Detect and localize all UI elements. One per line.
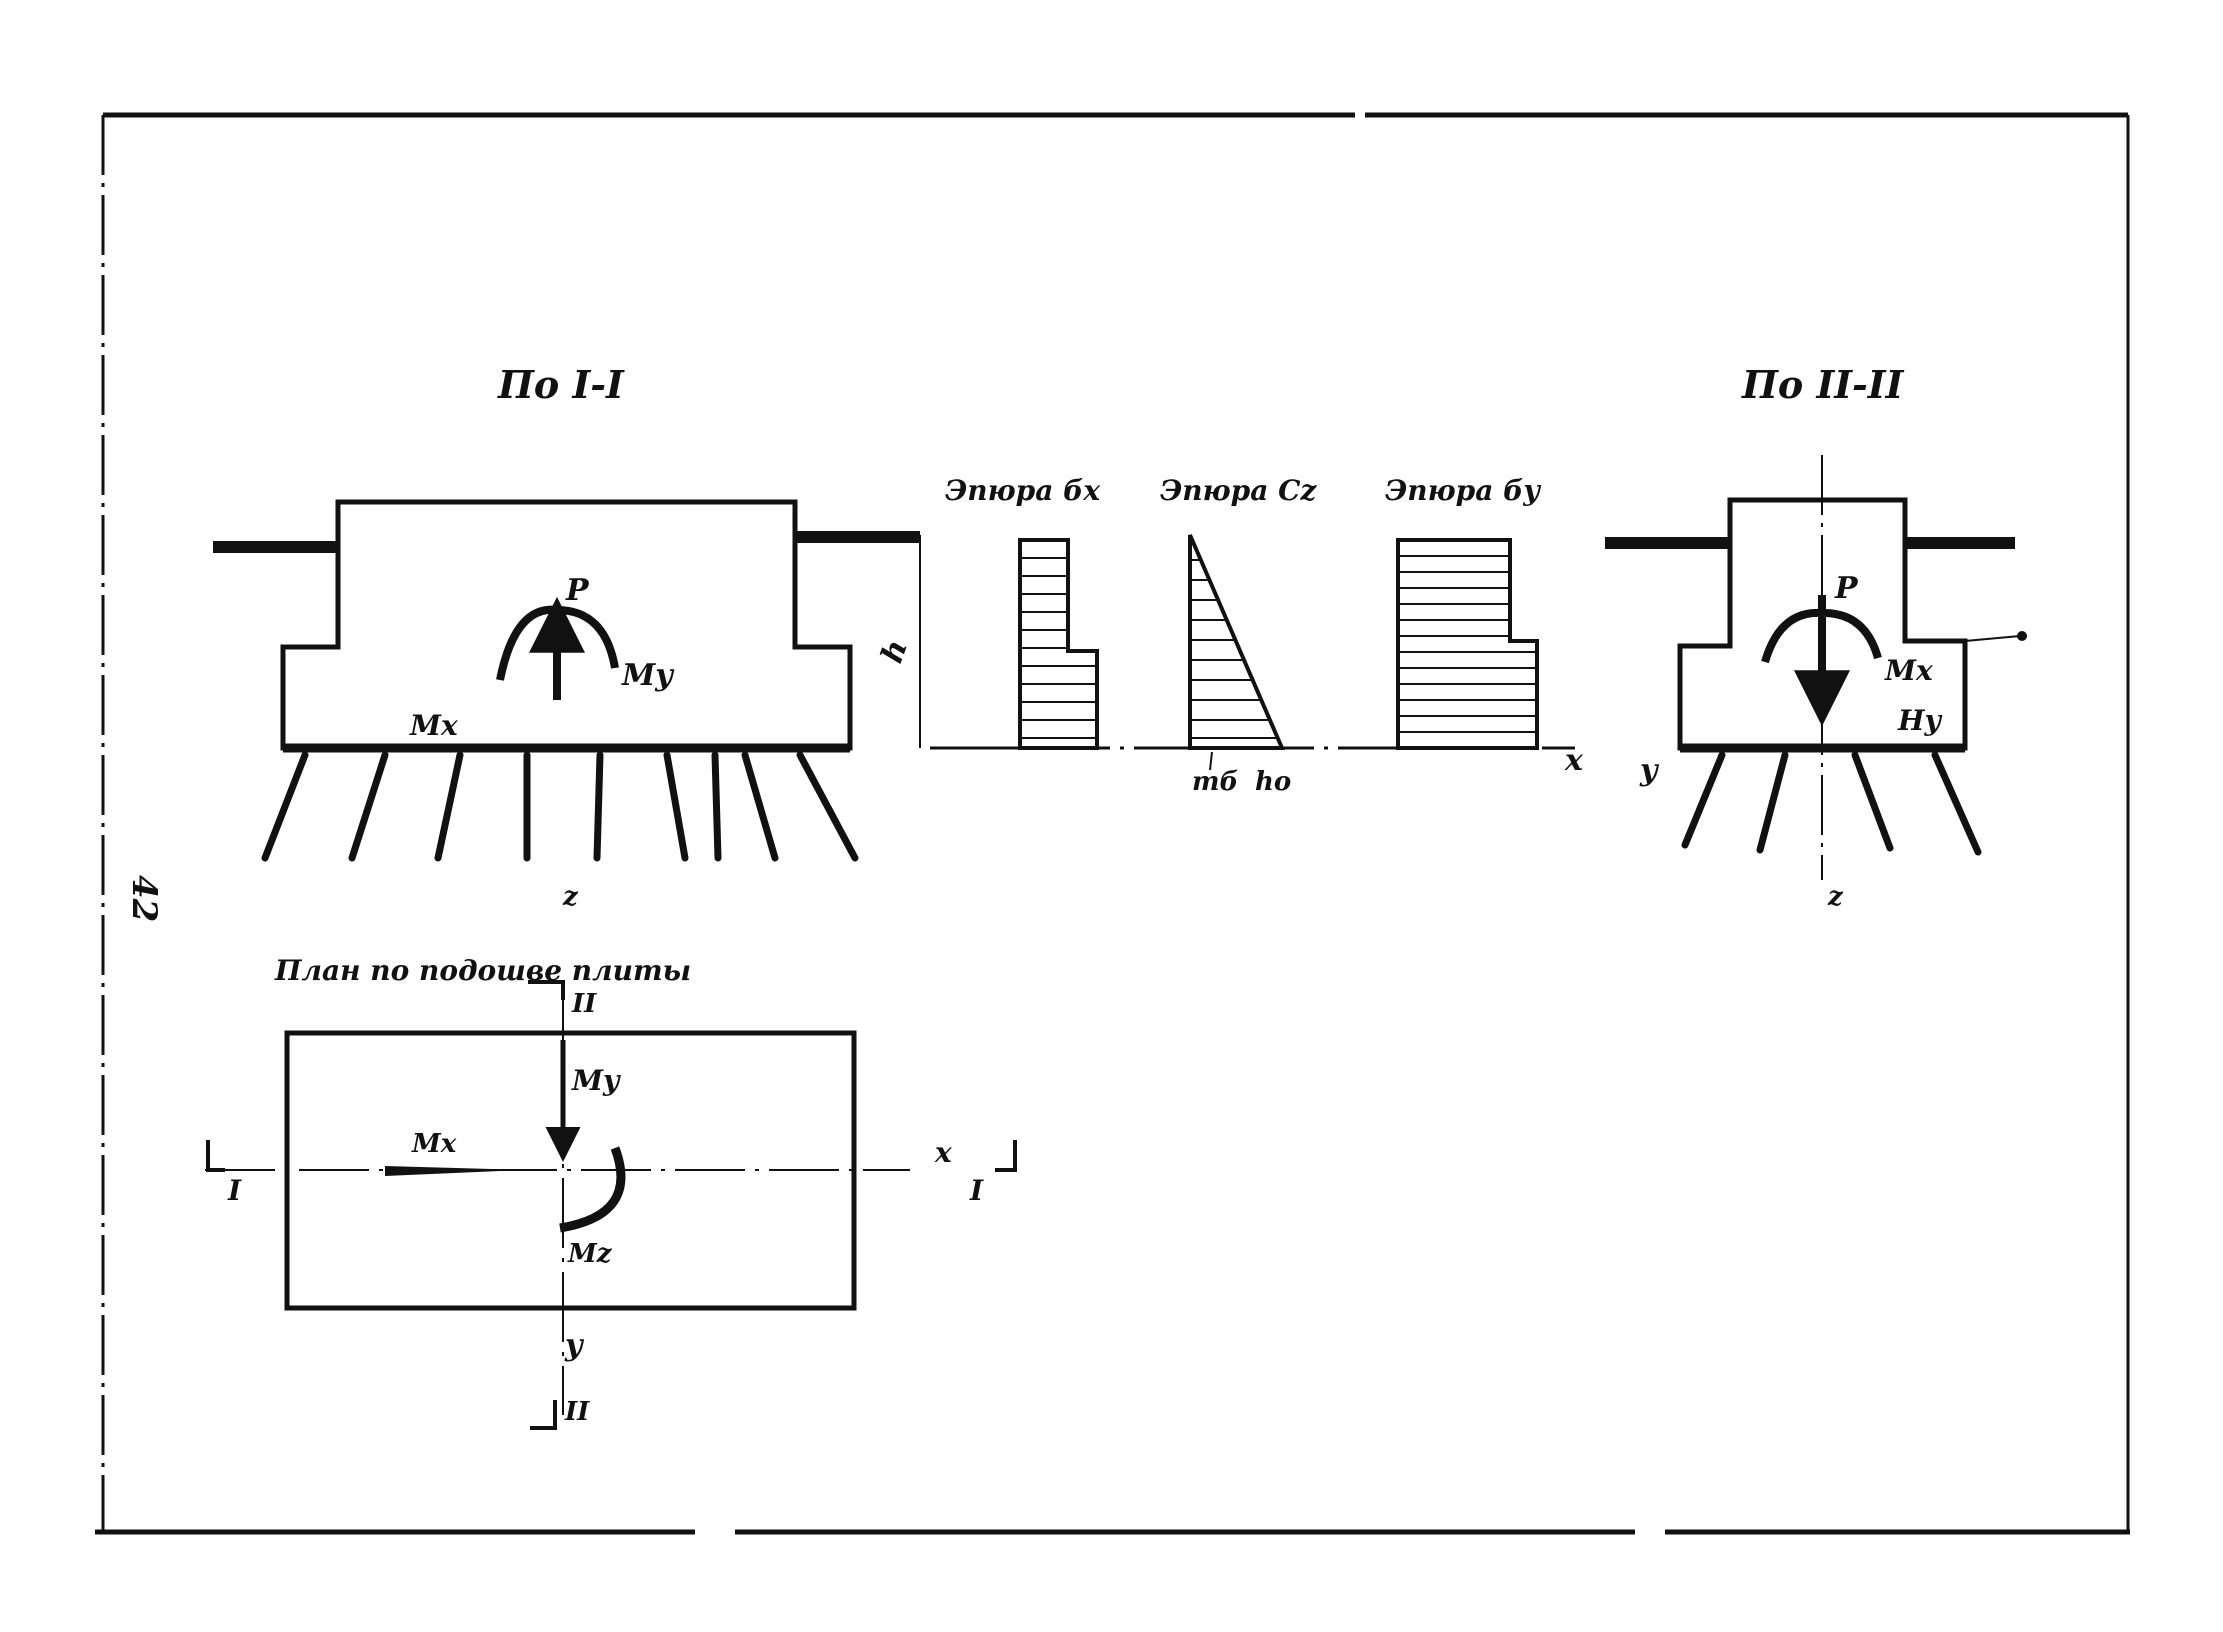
label-P-right: P (1834, 571, 1859, 606)
plan-arrow-Mx (385, 1166, 525, 1176)
diagram-sigma-x-title: Эпюра бx (945, 474, 1100, 507)
diagram-sigma-y-hatch (1398, 555, 1537, 733)
diagram-cz-title: Эпюра Cz (1160, 474, 1317, 507)
section-marker-II-bottom (530, 1400, 557, 1430)
diagram-sigma-x-outline (1018, 538, 1099, 750)
section-marker-I-left (206, 1140, 225, 1172)
section-marker-I-right (995, 1140, 1017, 1172)
label-y-right: y (1639, 753, 1660, 788)
diagram-cz-hatch (1190, 559, 1278, 739)
ground-right-b (1905, 537, 2015, 549)
leader-line-right (1964, 635, 2021, 642)
page-frame (95, 112, 2130, 1535)
label-Mx-left: Mx (409, 709, 458, 742)
label-height-left: h (875, 635, 915, 667)
label-z-right: z (1827, 882, 1844, 912)
ground-left-b (795, 531, 920, 543)
section-I-right-label: I (969, 1174, 984, 1207)
plan-arc-Mz (559, 1146, 626, 1233)
label-P-left: P (565, 573, 590, 608)
moment-arc-left (496, 605, 619, 681)
section-left-title: По I-I (497, 362, 625, 407)
label-z-left: z (562, 882, 579, 912)
section-right-title: По II-II (1741, 362, 1905, 407)
ground-left-a (213, 541, 338, 553)
section-right: По II-II P Mx Hy y z (1605, 362, 2027, 912)
leader-dot-right (2017, 631, 2027, 641)
plan-label-My: My (571, 1064, 621, 1097)
diagram-cz-outline (1188, 534, 1286, 750)
moment-arc-right (1761, 608, 1882, 664)
piles-right (1681, 751, 1982, 856)
plan-axis-x-label: x (934, 1136, 952, 1169)
diagram-cz-tick (1209, 751, 1213, 771)
diagram-sigma-y-outline (1396, 538, 1539, 750)
plan-view: План по подошве плиты x y II II I I My M… (205, 954, 1017, 1430)
ground-right-a (1605, 537, 1730, 549)
plan-axis-y-label: y (564, 1328, 585, 1363)
plan-label-Mz: Mz (567, 1239, 613, 1269)
section-II-bottom-label: II (564, 1397, 590, 1427)
label-My-left: My (621, 658, 675, 693)
plan-title: План по подошве плиты (274, 954, 691, 987)
label-Hy-right: Hy (1897, 704, 1942, 737)
section-left: По I-I P My Mx z h (213, 362, 921, 912)
diagram-cz-label-left: mб (1192, 767, 1239, 797)
page-number: 42 (124, 875, 164, 922)
diagram-sigma-y-title: Эпюра бy (1385, 474, 1541, 507)
plan-label-Mx: Mx (411, 1129, 457, 1159)
diagram-axis-x-label: x (1564, 743, 1584, 778)
foundation-section-left (280, 499, 853, 751)
diagrams: x Эпюра бx Эпюра Cz mб hо Эпюра бy (930, 474, 1584, 797)
diagram-sigma-x-hatch (1020, 557, 1097, 739)
section-marker-II-top (528, 980, 565, 1000)
diagram-cz-label-right: hо (1255, 767, 1291, 797)
section-II-top-label: II (571, 989, 597, 1019)
section-I-left-label: I (227, 1174, 242, 1207)
label-Mx-right: Mx (1884, 654, 1933, 687)
piles-left (261, 751, 859, 862)
